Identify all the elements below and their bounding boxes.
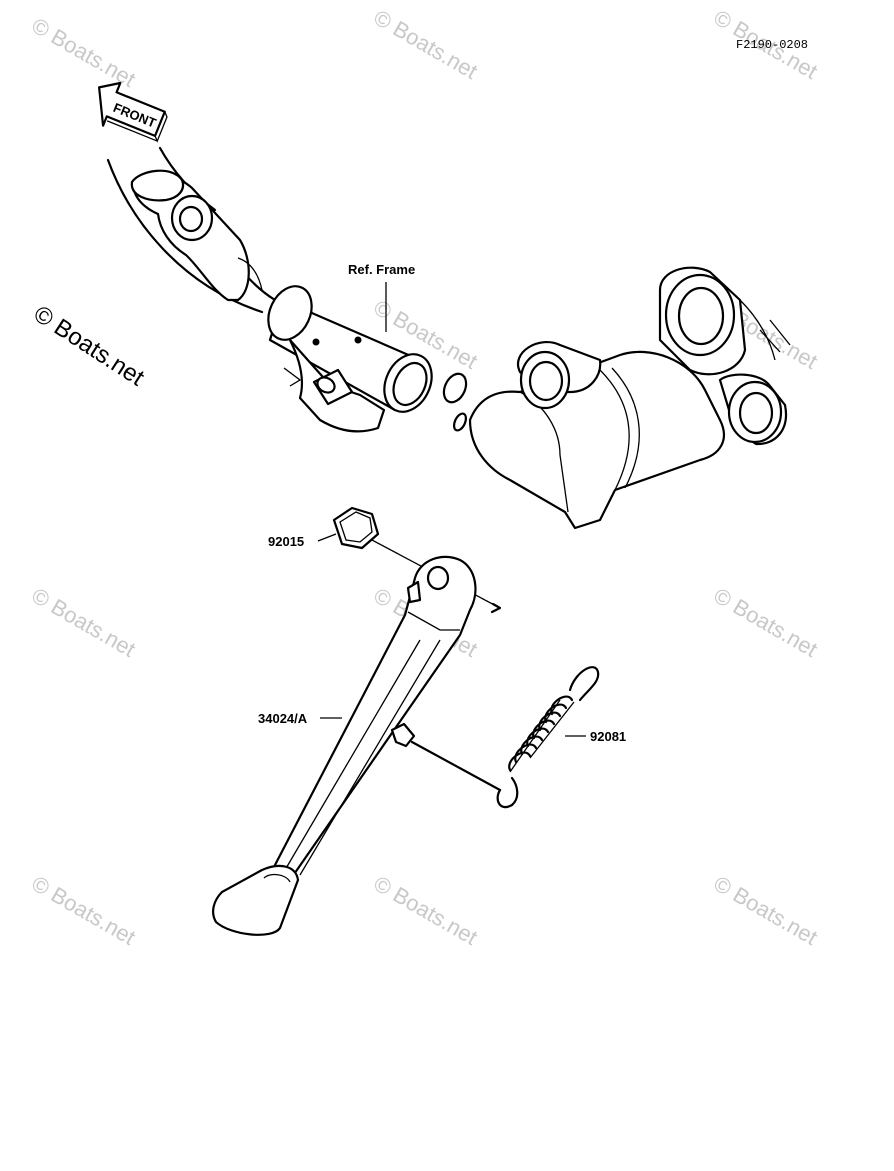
watermark-large: © Boats.net: [29, 300, 149, 391]
watermark: © Boats.net: [710, 583, 822, 662]
watermark: © Boats.net: [28, 13, 140, 92]
label-ref-frame: Ref. Frame: [348, 262, 415, 277]
pivot-tube: [267, 285, 433, 413]
spring-coils: [508, 695, 575, 773]
watermark: © Boats.net: [370, 5, 482, 84]
watermark: © Boats.net: [710, 871, 822, 950]
diagram-code: F2190-0208: [736, 38, 808, 52]
watermark: © Boats.net: [28, 583, 140, 662]
pivot-bracket: [283, 338, 386, 433]
watermark: © Boats.net: [370, 871, 482, 950]
front-arrow-icon: FRONT: [98, 81, 168, 143]
label-part-92015: 92015: [268, 534, 304, 549]
label-part-34024a: 34024/A: [258, 711, 308, 726]
engine-mount-bracket: [468, 266, 791, 530]
spacer-washer: [442, 372, 468, 432]
spring-92081: [410, 666, 600, 809]
side-stand: [212, 555, 477, 936]
frame-bracket: [130, 169, 263, 302]
watermark-group: © Boats.net © Boats.net © Boats.net © Bo…: [28, 5, 822, 950]
leader-lines: [317, 282, 586, 737]
watermark: © Boats.net: [28, 871, 140, 950]
label-part-92081: 92081: [590, 729, 626, 744]
